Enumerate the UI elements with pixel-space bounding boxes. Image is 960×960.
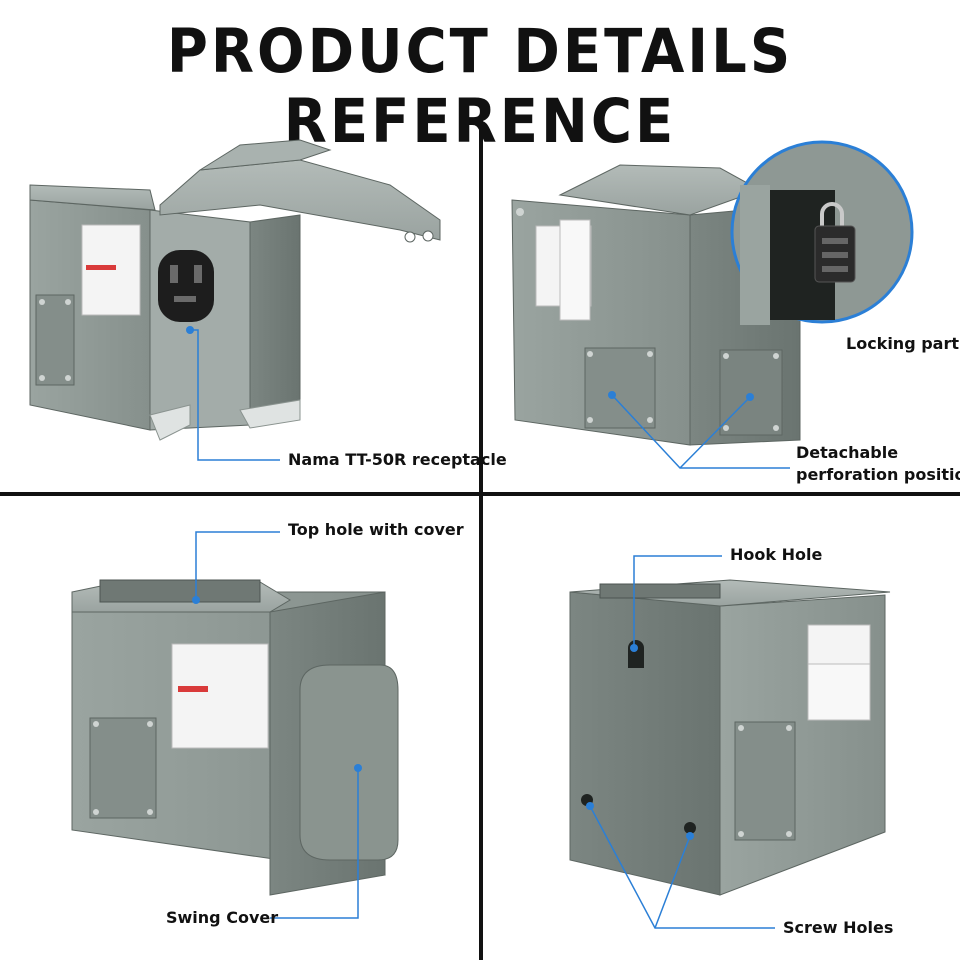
callout-receptacle: Nama TT-50R receptacle (288, 450, 507, 469)
callout-locking-part: Locking part (846, 334, 959, 353)
callout-top-hole: Top hole with cover (288, 520, 464, 539)
callout-hook-hole: Hook Hole (730, 545, 823, 564)
callout-perforation: Detachable perforation position (796, 442, 960, 486)
vertical-divider (479, 120, 483, 960)
callout-screw-holes: Screw Holes (783, 918, 894, 937)
box-bottom-left (71, 579, 399, 896)
callout-perforation-line2: perforation position (796, 465, 960, 484)
box-bottom-right (569, 579, 891, 896)
lock-zoom-inset (730, 140, 914, 325)
horizontal-divider (0, 492, 960, 496)
callout-perforation-line1: Detachable (796, 443, 899, 462)
box-top-left (29, 139, 441, 441)
callout-swing-cover: Swing Cover (166, 908, 279, 927)
page-title: PRODUCT DETAILS REFERENCE (166, 16, 794, 158)
